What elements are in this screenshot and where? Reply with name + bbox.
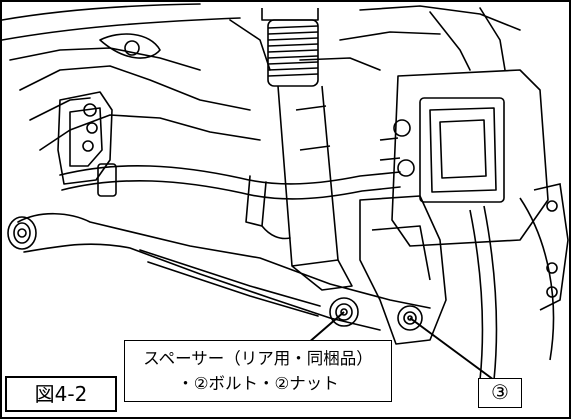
body-frame-drawing [1,3,521,151]
brake-disc-drawing [469,183,569,381]
knuckle-drawing [359,195,447,345]
spacer-callout-line1: スペーサー（リア用・同梱品） [143,349,373,368]
shock-absorber-drawing [261,8,353,291]
spacer-callout-line2: ・②ボルト・②ナット [177,374,339,393]
figure-label: 図4-2 [5,376,117,412]
part-number-callout: ③ [478,378,522,408]
spacer-bolt-drawing [329,297,359,327]
mounting-bracket-drawing [57,91,113,185]
part3-leader-line [409,317,495,381]
lower-arm-drawing [7,212,431,331]
part3-bolt-drawing [397,305,423,331]
stabilizer-bar-drawing [59,163,401,240]
brake-caliper-drawing [379,69,549,247]
spacer-callout-box: スペーサー（リア用・同梱品） ・②ボルト・②ナット [124,340,392,402]
